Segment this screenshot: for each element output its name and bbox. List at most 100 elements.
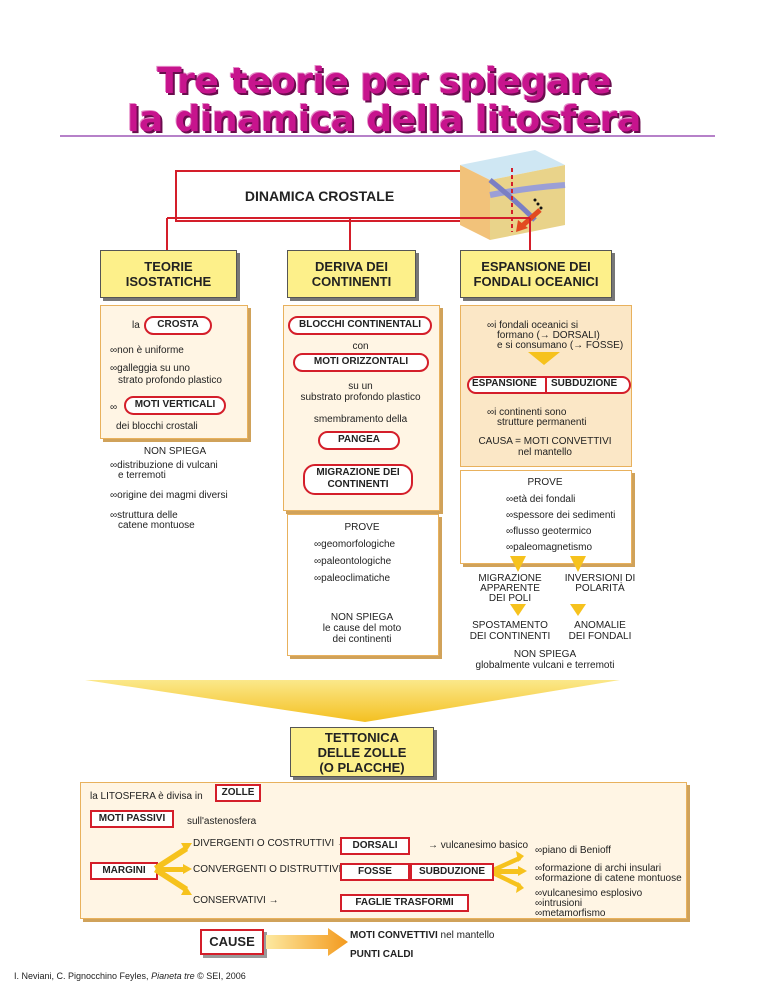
col1-ns-3: ∞origine dei magmi diversi <box>110 490 228 501</box>
moti-convettivi-line: MOTI CONVETTIVI nel mantello <box>350 930 494 942</box>
split-arrows <box>510 556 586 572</box>
pill-moti-orizzontali: MOTI ORIZZONTALI <box>293 353 429 372</box>
col3-espansione: ESPANSIONE <box>472 378 537 389</box>
col1-ns-1: ∞distribuzione di vulcani <box>110 460 218 471</box>
col3-intro-1: ∞i fondali oceanici si <box>487 320 579 331</box>
archi-text: ∞formazione di archi insulari <box>535 863 662 874</box>
pill-crosta: CROSTA <box>144 316 212 335</box>
col1-item-1: ∞non è uniforme <box>110 345 184 356</box>
col3-prove-2: ∞spessore dei sedimenti <box>506 510 616 521</box>
col3-prove-4: ∞paleomagnetismo <box>506 542 593 553</box>
catene-text: ∞formazione di catene montuose <box>535 873 682 884</box>
col3-causa-2: nel mantello <box>518 447 572 458</box>
box-zolle: ZOLLE <box>215 784 261 802</box>
astenosfera-text: sull'astenosfera <box>187 816 257 827</box>
espansione-subduzione-box <box>467 376 631 394</box>
col3-cont-2: strutture permanenti <box>497 417 587 428</box>
col2-su-un: su un <box>348 381 373 392</box>
col1-item-2: ∞galleggia su uno <box>110 363 190 374</box>
col3-inv-2: POLARITÀ <box>575 583 625 594</box>
col2-prove-2: ∞paleontologiche <box>314 556 392 567</box>
header-deriva-continenti-label: DERIVA DEI CONTINENTI <box>311 259 392 289</box>
col1-ns-4: ∞struttura delle <box>110 510 178 521</box>
dinamica-crostale-label: DINAMICA CROSTALE <box>244 188 395 204</box>
header-espansione-fondali: ESPANSIONE DEI FONDALI OCEANICI <box>460 250 612 298</box>
box-moti-passivi: MOTI PASSIVI <box>90 810 174 828</box>
col3-migr-3: DEI POLI <box>488 593 532 604</box>
col1-item-3: strato profondo plastico <box>118 375 222 386</box>
col3-cont-1: ∞i continenti sono <box>487 407 567 418</box>
col3-prove-3: ∞flusso geotermico <box>506 526 592 537</box>
header-espansione-fondali-label: ESPANSIONE DEI FONDALI OCEANICI <box>473 259 599 289</box>
intrusioni-text: ∞intrusioni <box>535 898 583 909</box>
col3-prove: PROVE <box>527 477 563 488</box>
box-cause: CAUSE <box>200 929 264 955</box>
col3-intro-3: e si consumano (→ FOSSE) <box>497 340 624 351</box>
header-teorie-isostatiche: TEORIE ISOSTATICHE <box>100 250 237 298</box>
col2-prove-1: ∞geomorfologiche <box>314 539 396 550</box>
col3-migr-1: MIGRAZIONE <box>478 573 542 584</box>
col3-inv-1: INVERSIONI DI <box>564 573 636 584</box>
col3-prove-1: ∞età dei fondali <box>506 494 576 505</box>
dinamica-crostale-box: DINAMICA CROSTALE <box>175 170 464 222</box>
col2-ns-1: le cause del moto <box>322 623 402 634</box>
col2-prove-panel <box>287 514 439 656</box>
col3-ns-text: globalmente vulcani e terremoti <box>475 660 615 671</box>
tettonica-1: TETTONICA <box>324 730 400 745</box>
col3-migr-2: APPARENTE <box>480 583 540 594</box>
punti-caldi-label: PUNTI CALDI <box>350 949 414 960</box>
benioff-text: ∞piano di Benioff <box>535 845 611 856</box>
box-margini: MARGINI <box>90 862 158 880</box>
title-line-1: Tre teorie per spiegare <box>157 61 611 102</box>
espansione-divider <box>545 376 547 394</box>
col3-anom-2: DEI FONDALI <box>568 631 632 642</box>
col1-la: la <box>132 320 140 331</box>
col2-non-spiega: NON SPIEGA <box>330 612 394 623</box>
tettonica-3: (O PLACCHE) <box>319 760 405 775</box>
col1-non-spiega: NON SPIEGA <box>143 446 207 457</box>
col3-prove-panel <box>460 470 632 564</box>
col2-substrato: substrato profondo plastico <box>300 392 421 403</box>
cause-arrow-icon <box>266 928 348 956</box>
col3-causa-1: CAUSA = MOTI CONVETTIVI <box>478 436 612 447</box>
vulcanesimo-text: → vulcanesimo basico <box>428 840 529 851</box>
credit-publisher: © SEI, 2006 <box>194 971 246 981</box>
box-dorsali: DORSALI <box>340 837 410 855</box>
arrows-down-2 <box>510 604 586 616</box>
col2-prove-3: ∞paleoclimatiche <box>314 573 391 584</box>
pill-moti-verticali: MOTI VERTICALI <box>124 396 226 415</box>
col3-non-spiega: NON SPIEGA <box>513 649 577 660</box>
col1-inf: ∞ <box>110 402 118 413</box>
triangle-down-icon <box>528 352 560 365</box>
pill-blocchi-continentali: BLOCCHI CONTINENTALI <box>288 316 432 335</box>
col2-con: con <box>352 341 369 352</box>
convergenti-text: CONVERGENTI O DISTRUTTIVI → <box>193 864 355 875</box>
col2-smembramento: smembramento della <box>313 414 408 425</box>
nel-mantello-label: nel mantello <box>437 930 495 941</box>
box-faglie-trasformi: FAGLIE TRASFORMI <box>340 894 469 912</box>
box-subduzione: SUBDUZIONE <box>410 863 494 881</box>
col3-spost-1: SPOSTAMENTO <box>472 620 548 631</box>
col1-dei-blocchi: dei blocchi crostali <box>116 421 198 432</box>
credit: I. Neviani, C. Pignocchino Feyles, Piane… <box>14 971 246 982</box>
litosfera-text: la LITOSFERA è divisa in <box>90 791 203 802</box>
col1-ns-2: e terremoti <box>118 470 166 481</box>
metamorfismo-text: ∞metamorfismo <box>535 908 606 919</box>
moti-convettivi-label: MOTI CONVETTIVI <box>350 930 438 941</box>
header-deriva-continenti: DERIVA DEI CONTINENTI <box>287 250 416 298</box>
conservativi-text: CONSERVATIVI → <box>193 895 279 906</box>
esplosivo-text: ∞vulcanesimo esplosivo <box>535 888 643 899</box>
pill-pangea: PANGEA <box>318 431 400 450</box>
credit-book: Pianeta tre <box>151 971 195 981</box>
col3-spost-2: DEI CONTINENTI <box>469 631 551 642</box>
col3-intro-2: formano (→ DORSALI) <box>497 330 600 341</box>
col3-subduzione: SUBDUZIONE <box>551 378 618 389</box>
credit-authors: I. Neviani, C. Pignocchino Feyles, <box>14 971 152 981</box>
col2-ns-2: dei continenti <box>332 634 392 645</box>
title-line-2: la dinamica della litosfera <box>127 99 641 140</box>
col3-anom-1: ANOMALIE <box>574 620 626 631</box>
pill-migrazione-continenti: MIGRAZIONE DEI CONTINENTI <box>303 464 413 495</box>
